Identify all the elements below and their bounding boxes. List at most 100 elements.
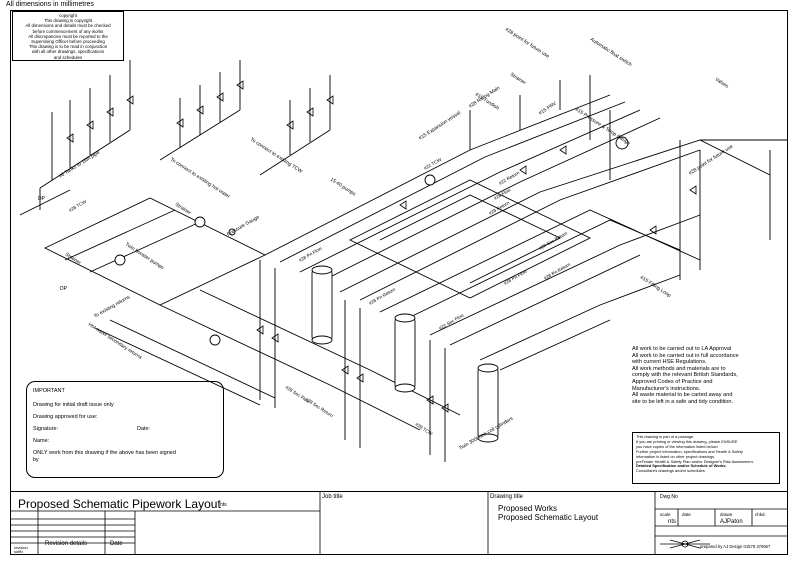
note-line: All work methods and materials are to [632, 365, 726, 372]
job-title-label: Job title [322, 494, 343, 500]
note-line: Approved Codes of Practice and [632, 378, 713, 385]
label-expansion: #15 Expansion vessel [418, 110, 462, 142]
date-label: date [682, 512, 691, 517]
package-line: you have copies of the information liste… [636, 444, 718, 449]
pipe-tag: #28 Sec Return [304, 397, 334, 419]
label-valves: Valves [714, 77, 730, 90]
drawing-title-line1: Proposed Works [498, 504, 557, 513]
drawing-title-line2: Proposed Schematic Layout [498, 513, 599, 522]
package-line: information is listed on other project d… [636, 454, 716, 459]
revision-details-label: Revision details [45, 541, 88, 547]
drawing-frame [10, 10, 788, 555]
label-pumps-1520: 15-40 pumps [329, 177, 357, 198]
note-line: site to be left in a safe and tidy condi… [632, 398, 734, 405]
cylinder-3 [477, 363, 499, 443]
general-notes: All work to be carried out to LA Approva… [632, 346, 739, 405]
title-block-grid [10, 491, 788, 555]
note-line: comply with the relevant British Standar… [632, 372, 738, 379]
copyright-line: This drawing is copyright [43, 18, 93, 24]
scale-label: scale [660, 512, 671, 517]
drawing-title-large: Proposed Schematic Pipework Layout [18, 497, 221, 511]
copyright-line: This drawing is to be read in conjunctio… [28, 44, 108, 50]
package-box: This drawing is part of a package. If yo… [632, 432, 780, 484]
important-name: Name: [33, 438, 50, 444]
copyright-line: and schedules [53, 54, 83, 60]
important-date: Date: [137, 426, 151, 432]
expansion-vessel-icon [615, 136, 629, 150]
important-box: IMPORTANT Drawing for initial draft issu… [26, 381, 224, 478]
label-prv: #15 PRV [538, 100, 559, 116]
copyright-line: with all other drawings, specifications [31, 49, 105, 55]
pipe-tag: #28 Pri Flow [503, 268, 528, 285]
hot-water-cylinders [311, 265, 499, 443]
label-pt-gauge: #15 Pressure & Temp Gauge [574, 107, 631, 147]
copyright-line: before commencement of any works [32, 28, 104, 34]
pump-icon [424, 174, 436, 186]
important-approved: Drawing approved for use: [33, 414, 98, 420]
note-line: All work to be carried out to LA Approva… [632, 346, 732, 352]
package-line: Further project information, specificati… [636, 449, 743, 454]
important-initial: Drawing for initial draft issue only [33, 402, 114, 408]
prepared-by-logo-icon [660, 539, 710, 549]
copyright-line: Supervising Officer before proceeding [31, 39, 105, 45]
pipe-network [19, 60, 788, 462]
drawn-label: drawn [720, 512, 733, 517]
copyright-line: All dimensions and details must be check… [25, 23, 111, 29]
pumps [114, 136, 629, 346]
pipework-schematic: #6 Tanks to 1ldn pipe To connect to exis… [19, 27, 788, 462]
gauge-icon [228, 228, 236, 236]
pipe-tag: #28 Pri Return [543, 262, 572, 281]
note-line: All waste material to be carted away and [632, 392, 733, 399]
important-only-work: ONLY work from this drawing if the above… [33, 450, 176, 456]
drawing-title-scale: nts [220, 502, 227, 508]
copyright-line: copyright [59, 13, 77, 18]
pipe-tag: #28 Pri Return [368, 287, 397, 306]
pump-icon [194, 216, 206, 228]
important-signature: Signature: [33, 426, 59, 432]
dwg-no-label: Dwg No [660, 494, 678, 500]
valves [66, 80, 697, 413]
pipe-tag: #22 Sec Flow [438, 312, 465, 331]
pipe-tag: #28 TCW [68, 199, 88, 213]
label-pressure-gauge: Pressure Gauge [226, 214, 261, 238]
revision-date-label: Date [110, 541, 123, 547]
title-block [10, 491, 788, 555]
label-float-switch: Automatic float switch [589, 37, 633, 68]
label-connect-tcw: To connect to existing TCW [249, 137, 303, 175]
label-dp: DP [38, 196, 46, 202]
cylinder-1 [311, 265, 333, 345]
drawing-title-label: Drawing title [490, 494, 524, 500]
drawn-value: AJPaton [720, 519, 743, 525]
label-dp: DP [60, 286, 68, 292]
pipe-tag: #28 Pri Flow [298, 245, 323, 262]
note-line: Manufacturer's instructions. [632, 385, 701, 392]
cylinder-2 [394, 313, 416, 393]
label-filling-loop: #15 Filling Loop [639, 275, 672, 299]
checked-label: chkd. [755, 512, 766, 517]
label-secondary-returns: Hot water secondary returns [87, 322, 143, 362]
label-existing-returns: To existing returns [93, 294, 132, 320]
package-line: This drawing is part of a package. [636, 435, 695, 439]
label-strainer: Strainer [509, 72, 527, 87]
pump-icon [114, 254, 126, 266]
prepared-by: prepared by AJ Design 01579 370667 [700, 544, 771, 549]
copyright-box: copyright This drawing is copyright All … [12, 11, 124, 61]
package-line: preTender Health & Safety Plan and/or De… [636, 459, 754, 464]
package-line: Consultant's drawings and/or schedules. [636, 469, 706, 474]
note-line: with current HSE Regulations. [632, 359, 707, 366]
important-by: by [33, 457, 39, 463]
package-line: If you are printing or viewing this draw… [636, 439, 738, 444]
units-note: All dimensions in millimetres [6, 1, 94, 8]
scale-value: nts [668, 519, 677, 525]
pump-icon [209, 334, 221, 346]
label-connect-hot: To connect to existing hot water [169, 157, 231, 200]
label-tanks: #6 Tanks to 1ldn pipe [58, 149, 101, 179]
package-line: Detailed Specification and/or Schedule o… [636, 464, 727, 469]
label-future-use: #28 point for future use [688, 144, 735, 177]
note-line: All work to be carried out in full accor… [632, 352, 739, 359]
label-twin-pumps: Twin booster pumps [124, 242, 165, 272]
important-title: IMPORTANT [33, 388, 65, 394]
label-future-use: #28 point for future use [504, 27, 551, 60]
copyright-line: All discrepancies must be reported to th… [28, 33, 108, 39]
revision-suffix-label: revision suffix [14, 545, 28, 554]
